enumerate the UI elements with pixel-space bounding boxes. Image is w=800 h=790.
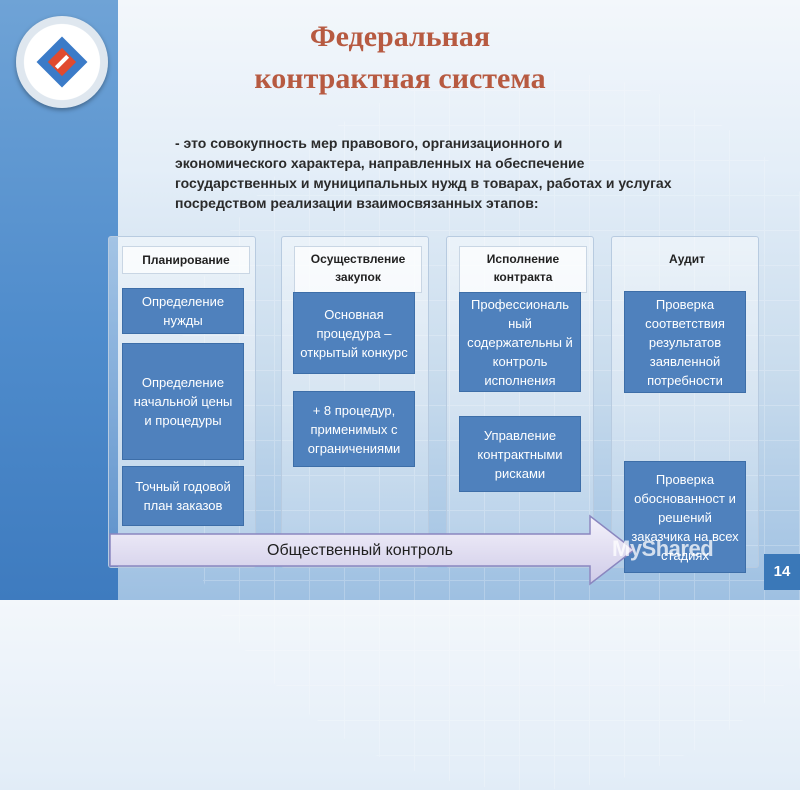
stage-heading-procurement: Осуществление закупок <box>294 246 422 293</box>
stage-box: Проверка обоснованност и решений заказчи… <box>624 461 746 573</box>
public-control-arrow <box>109 514 636 586</box>
logo-emblem-icon <box>16 16 108 108</box>
stage-box: Определение нужды <box>122 288 244 334</box>
title-line-2: контрактная система <box>254 62 546 95</box>
definition-text: - это совокупность мер правового, органи… <box>175 135 672 211</box>
stage-box: + 8 процедур, применимых с ограничениями <box>293 391 415 467</box>
stage-heading-planning: Планирование <box>122 246 250 274</box>
stage-box: Определение начальной цены и процедуры <box>122 343 244 460</box>
stage-box: Основная процедура – открытый конкурс <box>293 292 415 374</box>
stage-box: Точный годовой план заказов <box>122 466 244 526</box>
slide-title: Федеральная контрактная система <box>180 16 620 100</box>
public-control-label: Общественный контроль <box>267 542 453 559</box>
stage-box: Проверка соответствия результатов заявле… <box>624 291 746 393</box>
title-line-1: Федеральная <box>309 20 491 53</box>
stage-box: Профессиональ ный содержательны й контро… <box>459 292 581 392</box>
stage-heading-execution: Исполнение контракта <box>459 246 587 293</box>
page-number: 14 <box>764 554 800 590</box>
watermark-text: MyShared <box>612 536 714 561</box>
stage-box: Управление контрактными рисками <box>459 416 581 492</box>
stage-heading-audit: Аудит <box>669 252 705 266</box>
